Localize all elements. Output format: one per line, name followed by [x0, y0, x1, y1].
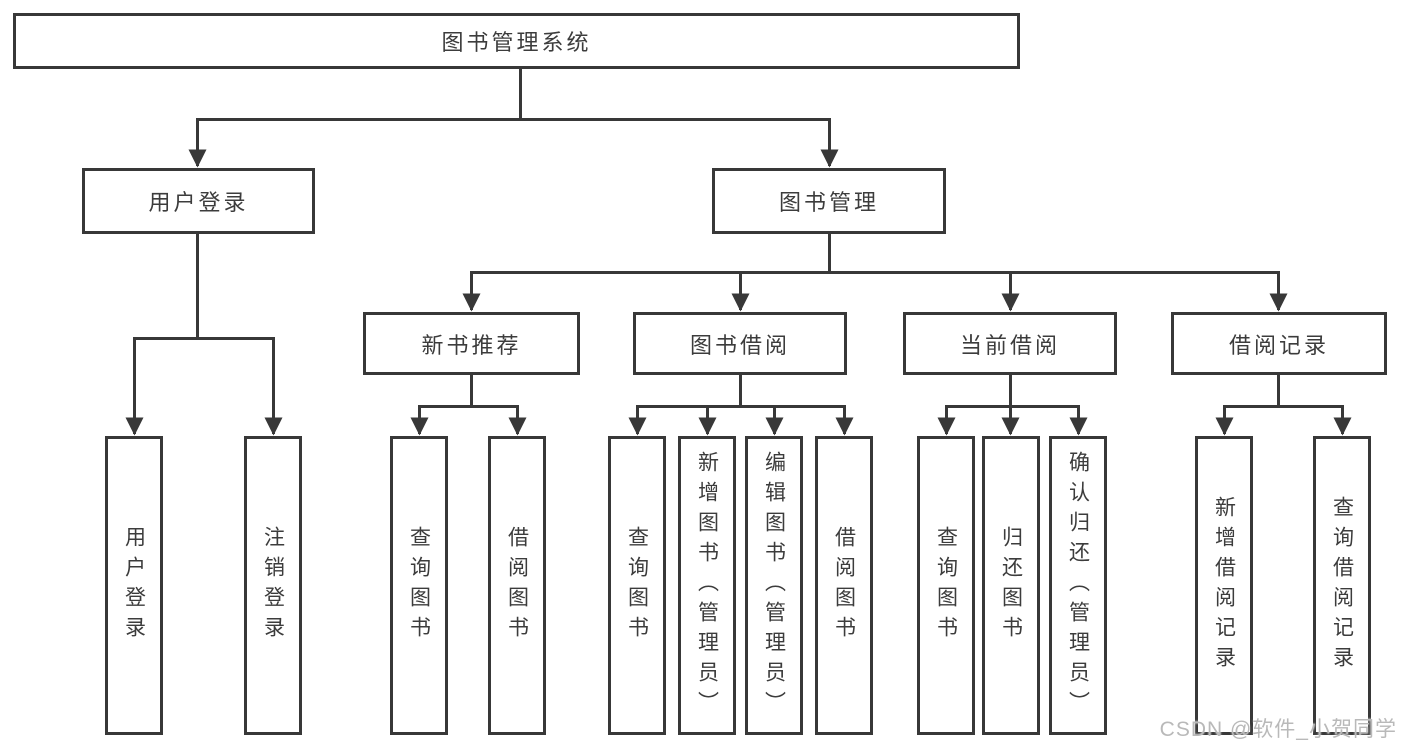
leaf-label: 编辑图书（管理员） — [762, 450, 786, 721]
node-leaf-query-books-current: 查询图书 — [917, 436, 975, 735]
leaf-label: 查询图书 — [625, 525, 649, 646]
node-book-borrow: 图书借阅 — [633, 312, 847, 375]
node-leaf-return-books: 归还图书 — [982, 436, 1040, 735]
node-leaf-edit-books-admin: 编辑图书（管理员） — [745, 436, 803, 735]
leaf-label: 新增借阅记录 — [1212, 495, 1236, 676]
node-user-login: 用户登录 — [82, 168, 315, 234]
node-leaf-add-borrow-record: 新增借阅记录 — [1195, 436, 1253, 735]
leaf-label: 确认归还（管理员） — [1066, 450, 1090, 721]
leaf-label: 查询图书 — [407, 525, 431, 646]
node-leaf-add-books-admin: 新增图书（管理员） — [678, 436, 736, 735]
node-leaf-user-login: 用户登录 — [105, 436, 163, 735]
leaf-label: 借阅图书 — [505, 525, 529, 646]
node-leaf-query-books-borrow: 查询图书 — [608, 436, 666, 735]
node-leaf-borrow-books: 借阅图书 — [815, 436, 873, 735]
leaf-label: 查询借阅记录 — [1330, 495, 1354, 676]
node-leaf-query-borrow-record: 查询借阅记录 — [1313, 436, 1371, 735]
node-new-book-recommend: 新书推荐 — [363, 312, 580, 375]
node-leaf-query-books-recommend: 查询图书 — [390, 436, 448, 735]
leaf-label: 查询图书 — [934, 525, 958, 646]
leaf-label: 归还图书 — [999, 525, 1023, 646]
node-current-borrow: 当前借阅 — [903, 312, 1117, 375]
node-leaf-logout: 注销登录 — [244, 436, 302, 735]
leaf-label: 用户登录 — [122, 525, 146, 646]
node-leaf-confirm-return-admin: 确认归还（管理员） — [1049, 436, 1107, 735]
node-borrow-records: 借阅记录 — [1171, 312, 1387, 375]
node-leaf-borrow-books-recommend: 借阅图书 — [488, 436, 546, 735]
leaf-label: 新增图书（管理员） — [695, 450, 719, 721]
node-book-management-system: 图书管理系统 — [13, 13, 1020, 69]
leaf-label: 注销登录 — [261, 525, 285, 646]
watermark: CSDN @软件_小贺同学 — [1159, 718, 1397, 741]
leaf-label: 借阅图书 — [832, 525, 856, 646]
node-book-management: 图书管理 — [712, 168, 946, 234]
